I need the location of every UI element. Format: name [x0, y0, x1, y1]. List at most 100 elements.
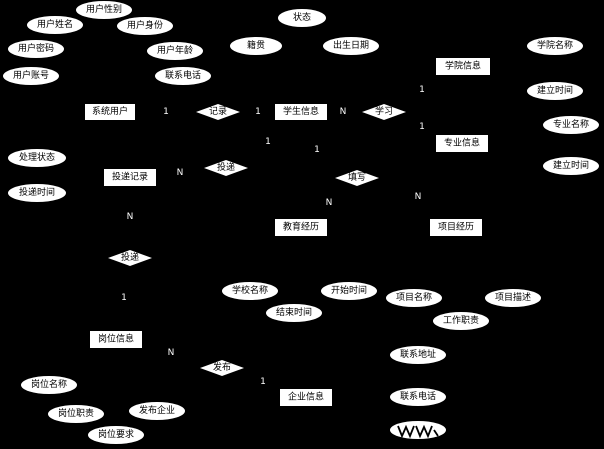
connector-line — [155, 167, 205, 178]
entity-college-info: 学院信息 — [436, 58, 490, 75]
attr-setup-time-college: 建立时间 — [527, 82, 583, 100]
attr-label: 项目描述 — [495, 291, 531, 303]
attr-label: 学校名称 — [232, 284, 268, 296]
attr-major-name: 专业名称 — [543, 116, 599, 134]
relationship-label: 填写 — [348, 171, 366, 183]
attr-label: 学院名称 — [537, 39, 573, 51]
cardinality-label: N — [340, 107, 347, 117]
attr-label: 状态 — [293, 11, 311, 23]
cardinality-label: N — [177, 168, 184, 178]
attr-project-desc: 项目描述 — [485, 289, 541, 307]
connector-lines — [115, 69, 457, 398]
attr-user-age: 用户年龄 — [147, 42, 203, 60]
attr-label: 用户账号 — [13, 69, 49, 81]
connector-line — [326, 119, 358, 171]
relationship-fill: 填写 — [335, 170, 379, 186]
entity-student-info: 学生信息 — [275, 104, 327, 120]
entity-label: 岗位信息 — [98, 333, 134, 345]
attr-label: 用户性别 — [86, 3, 122, 15]
relationship-label: 发布 — [213, 361, 231, 373]
watermark-ellipse — [390, 421, 446, 439]
attr-label: 项目名称 — [396, 291, 432, 303]
entity-label: 专业信息 — [444, 137, 480, 149]
cardinality-label: 1 — [163, 107, 169, 117]
entity-system-user: 系统用户 — [85, 104, 135, 120]
entity-delivery-record: 投递记录 — [104, 169, 156, 186]
entity-job-info: 岗位信息 — [90, 331, 142, 348]
attr-contact-phone-company: 联系电话 — [390, 388, 446, 406]
attr-contact-address: 联系地址 — [390, 346, 446, 364]
cardinality-label: N — [326, 198, 333, 208]
entity-major-info: 专业信息 — [436, 135, 488, 152]
attr-label: 联系地址 — [400, 348, 436, 360]
attr-label: 结束时间 — [276, 306, 312, 318]
attr-job-requirement: 岗位要求 — [88, 426, 144, 444]
attr-label: 出生日期 — [333, 39, 369, 51]
relationship-study: 学习 — [362, 104, 406, 120]
attr-label: 岗位职责 — [58, 407, 94, 419]
attr-user-name: 用户姓名 — [27, 16, 83, 34]
cardinality-label: 1 — [121, 293, 127, 303]
attr-status: 状态 — [278, 9, 326, 27]
cardinality-label: N — [168, 348, 175, 358]
attr-label: 建立时间 — [553, 159, 589, 171]
entity-label: 学生信息 — [283, 105, 319, 117]
attr-process-status: 处理状态 — [8, 149, 66, 167]
relationship-label: 投递 — [121, 251, 139, 263]
attr-job-duty: 岗位职责 — [48, 405, 104, 423]
attr-label: 岗位要求 — [98, 428, 134, 440]
cardinality-label: N — [415, 192, 422, 202]
attr-label: 用户年龄 — [157, 44, 193, 56]
attr-setup-time-major: 建立时间 — [543, 157, 599, 175]
attr-user-account: 用户账号 — [3, 67, 59, 85]
connector-line — [247, 119, 276, 169]
attr-label: 建立时间 — [537, 84, 573, 96]
connector-line — [300, 185, 358, 220]
attr-start-time: 开始时间 — [321, 282, 377, 300]
attr-label: 开始时间 — [331, 284, 367, 296]
attr-label: 岗位名称 — [31, 378, 67, 390]
entity-company-info: 企业信息 — [280, 389, 332, 406]
entity-education: 教育经历 — [275, 219, 327, 236]
cardinality-label: 1 — [419, 122, 425, 132]
relationship-label: 投递 — [217, 161, 235, 173]
relationship-label: 学习 — [375, 105, 393, 117]
attr-contact-phone-user: 联系电话 — [155, 67, 211, 85]
attr-college-name: 学院名称 — [527, 37, 583, 55]
relationship-publish: 发布 — [200, 360, 244, 376]
attr-user-gender: 用户性别 — [76, 1, 132, 19]
attr-label: 处理状态 — [19, 151, 55, 163]
cardinality-label: 1 — [314, 145, 320, 155]
attr-label: 籍贯 — [247, 39, 265, 51]
attr-user-id-card: 用户身份 — [117, 17, 173, 35]
attr-user-password: 用户密码 — [8, 40, 64, 58]
entity-project: 项目经历 — [430, 219, 482, 236]
entity-label: 系统用户 — [92, 105, 128, 117]
attr-end-time: 结束时间 — [266, 304, 322, 322]
connector-line — [115, 265, 131, 332]
attr-label: 用户姓名 — [37, 18, 73, 30]
entity-label: 企业信息 — [288, 391, 324, 403]
cardinality-label: 1 — [265, 137, 271, 147]
connector-line — [141, 347, 201, 369]
cardinality-label: 1 — [255, 107, 261, 117]
attr-school-name: 学校名称 — [222, 282, 278, 300]
cardinality-label: N — [127, 212, 134, 222]
relationship-deliver-job: 投递 — [108, 250, 152, 266]
entity-label: 项目经历 — [438, 221, 474, 233]
relationship-label: 记录 — [209, 106, 227, 117]
attr-work-duty: 工作职责 — [433, 312, 489, 330]
connector-line — [405, 69, 437, 113]
attr-project-name: 项目名称 — [386, 289, 442, 307]
entity-label: 学院信息 — [445, 60, 481, 72]
relationship-deliver-student: 投递 — [204, 160, 248, 176]
attr-label: 联系电话 — [400, 390, 436, 402]
attr-label: 专业名称 — [553, 118, 589, 130]
relationship-record: 记录 — [196, 104, 240, 120]
attr-birth-date: 出生日期 — [323, 37, 379, 55]
connector-line — [243, 367, 281, 398]
connector-line — [405, 111, 437, 144]
attr-label: 用户身份 — [127, 19, 163, 31]
attr-job-name: 岗位名称 — [21, 376, 77, 394]
